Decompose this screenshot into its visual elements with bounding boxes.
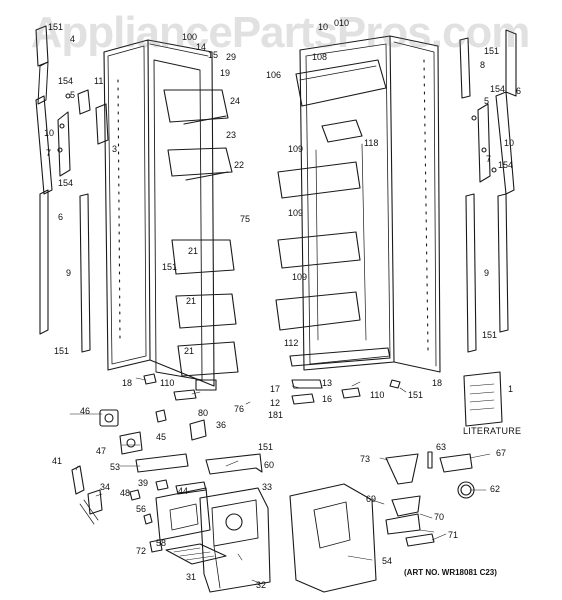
label-63: 63 — [436, 442, 447, 452]
label-21-c: 21 — [184, 346, 195, 356]
label-47: 47 — [96, 446, 107, 456]
leader-lines — [69, 377, 491, 585]
label-109-a: 109 — [288, 144, 304, 154]
label-21-a: 21 — [188, 246, 199, 256]
label-73: 73 — [360, 454, 371, 464]
label-15: 15 — [208, 50, 219, 60]
label-32: 32 — [256, 580, 267, 590]
label-112: 112 — [284, 338, 299, 348]
label-6-r: 6 — [516, 86, 522, 96]
label-39: 39 — [138, 478, 149, 488]
label-10-r: 10 — [504, 138, 515, 148]
label-1: 1 — [508, 384, 514, 394]
label-151-rb: 151 — [408, 390, 424, 400]
dispenser-assembly — [71, 409, 475, 593]
label-6-l: 6 — [58, 212, 64, 222]
label-106: 106 — [266, 70, 282, 80]
label-17: 17 — [270, 384, 281, 394]
label-10-t: 10 — [318, 22, 329, 32]
label-18-r: 18 — [432, 378, 443, 388]
label-16: 16 — [322, 394, 333, 404]
label-12: 12 — [270, 398, 281, 408]
label-76: 76 — [234, 404, 245, 414]
label-75: 75 — [240, 214, 251, 224]
label-100: 100 — [182, 32, 198, 42]
label-54: 54 — [382, 556, 393, 566]
label-151-tr: 151 — [484, 46, 500, 56]
label-10-l: 10 — [44, 128, 55, 138]
right-trim-parts — [459, 29, 517, 353]
label-45: 45 — [156, 432, 167, 442]
label-62: 62 — [490, 484, 501, 494]
label-109-c: 109 — [292, 272, 308, 282]
label-31: 31 — [186, 572, 197, 582]
label-70: 70 — [434, 512, 445, 522]
label-58: 58 — [156, 538, 167, 548]
label-48: 48 — [120, 488, 131, 498]
label-151-l: 151 — [54, 346, 70, 356]
label-154-l: 154 — [58, 76, 74, 86]
label-154-r2: 154 — [498, 160, 514, 170]
label-71: 71 — [448, 530, 459, 540]
label-24: 24 — [230, 96, 241, 106]
label-010: 010 — [334, 18, 350, 28]
fresh-food-door — [275, 35, 441, 373]
label-154-r: 154 — [490, 84, 506, 94]
art-number: (ART NO. WR18081 C23) — [404, 568, 497, 577]
label-41: 41 — [52, 456, 63, 466]
label-53: 53 — [110, 462, 121, 472]
label-22: 22 — [234, 160, 245, 170]
literature-booklet — [463, 371, 503, 427]
label-108: 108 — [312, 52, 328, 62]
label-60: 60 — [264, 460, 275, 470]
label-8: 8 — [480, 60, 486, 70]
hinge-parts — [143, 373, 401, 405]
label-80: 80 — [198, 408, 209, 418]
label-118: 118 — [364, 138, 379, 148]
label-181: 181 — [268, 410, 284, 420]
left-trim-parts — [35, 25, 109, 353]
label-4-tl: 4 — [70, 34, 76, 44]
label-36: 36 — [216, 420, 227, 430]
label-154-l2: 154 — [58, 178, 74, 188]
label-11: 11 — [94, 76, 104, 86]
freezer-door — [103, 39, 239, 391]
label-33: 33 — [262, 482, 273, 492]
label-5-r: 5 — [484, 96, 490, 106]
label-7-r: 7 — [486, 154, 492, 164]
label-34: 34 — [100, 482, 111, 492]
label-69: 69 — [366, 494, 377, 504]
label-110-r: 110 — [370, 390, 385, 400]
label-13: 13 — [322, 378, 333, 388]
label-3: 3 — [112, 144, 118, 154]
label-56: 56 — [136, 504, 147, 514]
label-9-l: 9 — [66, 268, 72, 278]
label-72: 72 — [136, 546, 147, 556]
label-29: 29 — [226, 52, 237, 62]
label-110-l: 110 — [160, 378, 175, 388]
label-21-b: 21 — [186, 296, 197, 306]
watermark-logo: AppliancePartsPros.com — [30, 8, 531, 57]
label-151-r: 151 — [482, 330, 498, 340]
label-19: 19 — [220, 68, 231, 78]
label-44: 44 — [178, 486, 189, 496]
label-9-r: 9 — [484, 268, 490, 278]
label-46: 46 — [80, 406, 91, 416]
label-14: 14 — [196, 42, 207, 52]
label-5-l: 5 — [70, 90, 76, 100]
label-7-l: 7 — [46, 148, 52, 158]
label-109-b: 109 — [288, 208, 304, 218]
label-151-c: 151 — [258, 442, 274, 452]
label-151-tl: 151 — [48, 22, 64, 32]
label-23: 23 — [226, 130, 237, 140]
label-67: 67 — [496, 448, 507, 458]
literature-label: LITERATURE — [463, 426, 522, 436]
label-151-m: 151 — [162, 262, 178, 272]
label-18-l: 18 — [122, 378, 133, 388]
